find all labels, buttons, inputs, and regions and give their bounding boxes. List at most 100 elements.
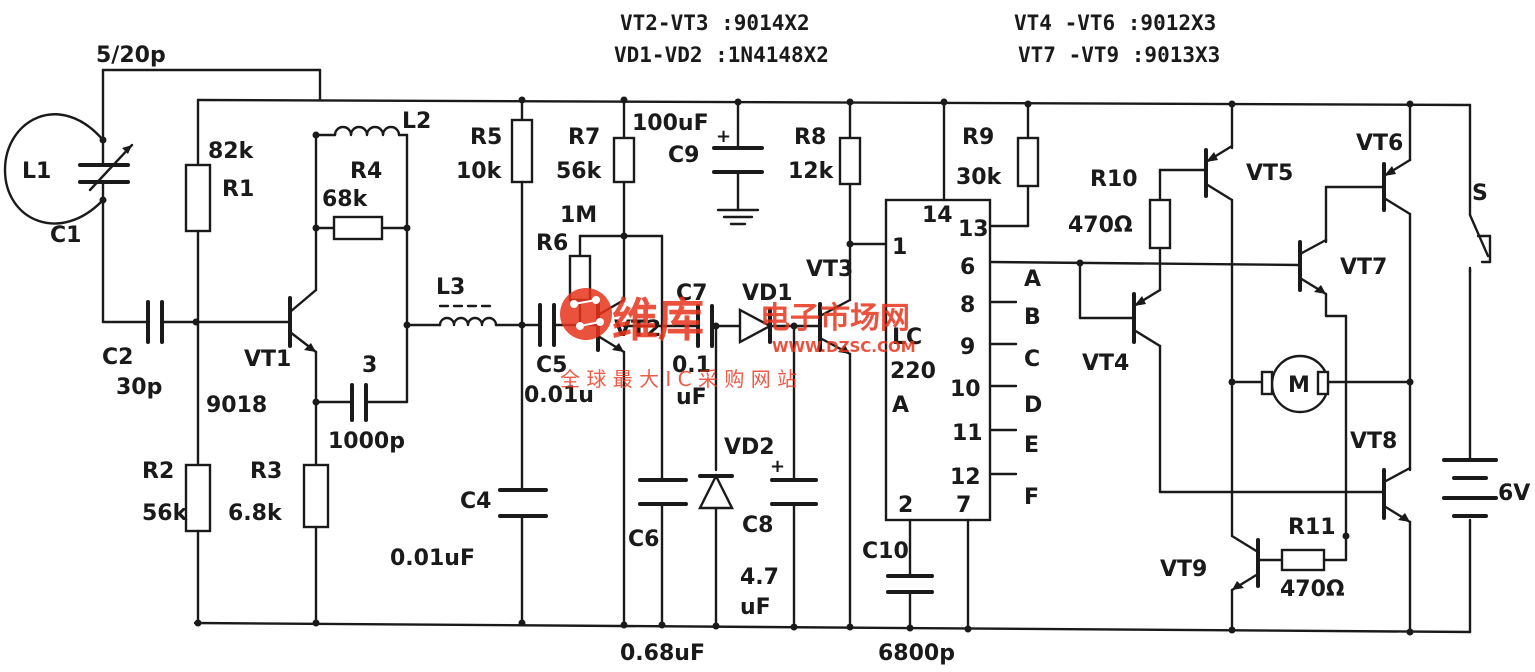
- svg-text:A: A: [892, 393, 909, 418]
- svg-text:VT3: VT3: [806, 257, 853, 282]
- transistor-vt3: VT3: [806, 257, 853, 625]
- transistor-vt1: VT1 9018: [206, 133, 318, 467]
- svg-text:100uF: 100uF: [632, 111, 709, 136]
- svg-text:VD1: VD1: [742, 281, 793, 306]
- svg-text:56k: 56k: [556, 159, 603, 184]
- svg-text:C: C: [1024, 347, 1040, 372]
- svg-text:E: E: [1024, 433, 1039, 458]
- svg-text:D: D: [1024, 393, 1042, 418]
- note-vt2-vt3: VT2-VT3 :9014X2: [620, 11, 810, 35]
- svg-text:R9: R9: [962, 125, 994, 150]
- svg-text:C8: C8: [742, 513, 773, 538]
- svg-text:L1: L1: [22, 159, 51, 184]
- transistor-vt9: VT9: [1160, 534, 1284, 632]
- svg-text:0.01u: 0.01u: [524, 383, 594, 408]
- svg-text:1: 1: [892, 235, 907, 260]
- svg-text:VT8: VT8: [1350, 429, 1397, 454]
- trimmer-capacitor-c1: 5/20p C1: [50, 43, 322, 324]
- positive-rail: [196, 98, 1472, 217]
- motor-m: M: [1230, 354, 1412, 414]
- resistor-r7: R7 56k: [556, 96, 636, 302]
- transistor-vt5: VT5: [1204, 100, 1293, 538]
- svg-text:10k: 10k: [456, 159, 503, 184]
- inductor-l3: L3: [405, 275, 542, 329]
- svg-text:C5: C5: [536, 353, 567, 378]
- capacitor-c8: + C8 4.7 uF: [740, 324, 818, 625]
- svg-text:30k: 30k: [956, 165, 1003, 190]
- svg-text:8: 8: [960, 293, 975, 318]
- resistor-r8: R8 12k: [788, 98, 862, 302]
- ground-rail: [193, 268, 1472, 634]
- svg-text:+: +: [716, 126, 731, 147]
- svg-text:68k: 68k: [322, 187, 369, 212]
- svg-text:82k: 82k: [208, 139, 255, 164]
- resistor-r2: R2 56k: [142, 459, 212, 625]
- svg-text:0.68uF: 0.68uF: [620, 641, 705, 666]
- svg-text:VT6: VT6: [1356, 131, 1403, 156]
- svg-text:R7: R7: [568, 125, 600, 150]
- svg-text:L2: L2: [402, 109, 431, 134]
- transistor-vt6: VT6: [1324, 100, 1414, 472]
- svg-text:F: F: [1024, 485, 1039, 510]
- svg-text:2: 2: [898, 493, 913, 518]
- svg-text:6800p: 6800p: [878, 641, 955, 666]
- svg-text:C10: C10: [862, 539, 909, 564]
- svg-text:+: +: [770, 456, 785, 477]
- svg-text:6.8k: 6.8k: [228, 501, 283, 526]
- battery-6v: 6V: [1442, 458, 1530, 518]
- svg-text:3: 3: [362, 353, 377, 378]
- svg-text:VT4: VT4: [1082, 351, 1129, 376]
- svg-text:L3: L3: [436, 275, 465, 300]
- svg-text:13: 13: [958, 217, 989, 242]
- resistor-r3: R3 6.8k: [228, 459, 330, 625]
- svg-text:10: 10: [950, 377, 981, 402]
- svg-text:0.01uF: 0.01uF: [390, 546, 475, 571]
- svg-text:C9: C9: [668, 143, 699, 168]
- svg-text:VT9: VT9: [1160, 557, 1207, 582]
- svg-text:6: 6: [960, 255, 975, 280]
- svg-text:R4: R4: [350, 159, 382, 184]
- transistor-vt7: VT7: [1298, 238, 1387, 538]
- svg-text:12k: 12k: [788, 159, 835, 184]
- inductor-l2: L2: [312, 109, 431, 404]
- svg-text:R8: R8: [794, 125, 826, 150]
- capacitor-c4: C4 0.01uF: [390, 488, 548, 627]
- output-line-pin6: [988, 260, 1302, 267]
- svg-text:12: 12: [950, 465, 981, 490]
- capacitor-c7: C7 0.1 uF: [672, 281, 742, 410]
- diode-vd1: VD1: [738, 281, 822, 344]
- svg-text:VT2: VT2: [614, 317, 661, 342]
- diode-vd2: VD2: [698, 324, 775, 625]
- svg-text:9: 9: [960, 335, 975, 360]
- svg-text:R11: R11: [1288, 515, 1336, 540]
- transistor-vt2: VT2: [596, 298, 700, 625]
- switch-s: S: [1468, 181, 1492, 274]
- svg-text:1000p: 1000p: [328, 429, 405, 454]
- resistor-r1: 82k R1: [184, 98, 255, 467]
- svg-text:R2: R2: [142, 459, 174, 484]
- transistor-vt8: VT8: [1350, 429, 1414, 636]
- svg-text:LC: LC: [892, 325, 922, 350]
- svg-text:VT1: VT1: [244, 347, 291, 372]
- capacitor-c9: + 100uF C9: [632, 98, 764, 226]
- svg-text:M: M: [1288, 373, 1310, 398]
- svg-text:VD2: VD2: [724, 435, 775, 460]
- svg-text:R5: R5: [470, 125, 502, 150]
- watermark-subtitle: 电子市场网: [760, 301, 910, 336]
- watermark: 维库 电子市场网 WWW.DZSC.COM 全 球 最 大 I C 采 购 网 …: [560, 288, 916, 391]
- svg-text:5/20p: 5/20p: [96, 43, 166, 68]
- svg-text:C7: C7: [676, 281, 707, 306]
- watermark-logo-icon: [560, 288, 612, 340]
- loop-antenna-l1: L1: [3, 113, 105, 225]
- svg-text:R6: R6: [536, 231, 568, 256]
- svg-text:C6: C6: [628, 527, 659, 552]
- svg-text:470Ω: 470Ω: [1068, 213, 1133, 238]
- svg-text:4.7: 4.7: [740, 565, 779, 590]
- svg-text:220: 220: [890, 359, 936, 384]
- transistor-vt4: VT4: [1078, 261, 1386, 494]
- svg-text:0.1: 0.1: [672, 353, 711, 378]
- watermark-brand: 维库: [612, 293, 704, 347]
- svg-text:30p: 30p: [116, 375, 162, 400]
- ic-lc220a: 14 13 1 6 8 9 10 11 12 2 7 LC 220 A A B …: [848, 98, 1042, 666]
